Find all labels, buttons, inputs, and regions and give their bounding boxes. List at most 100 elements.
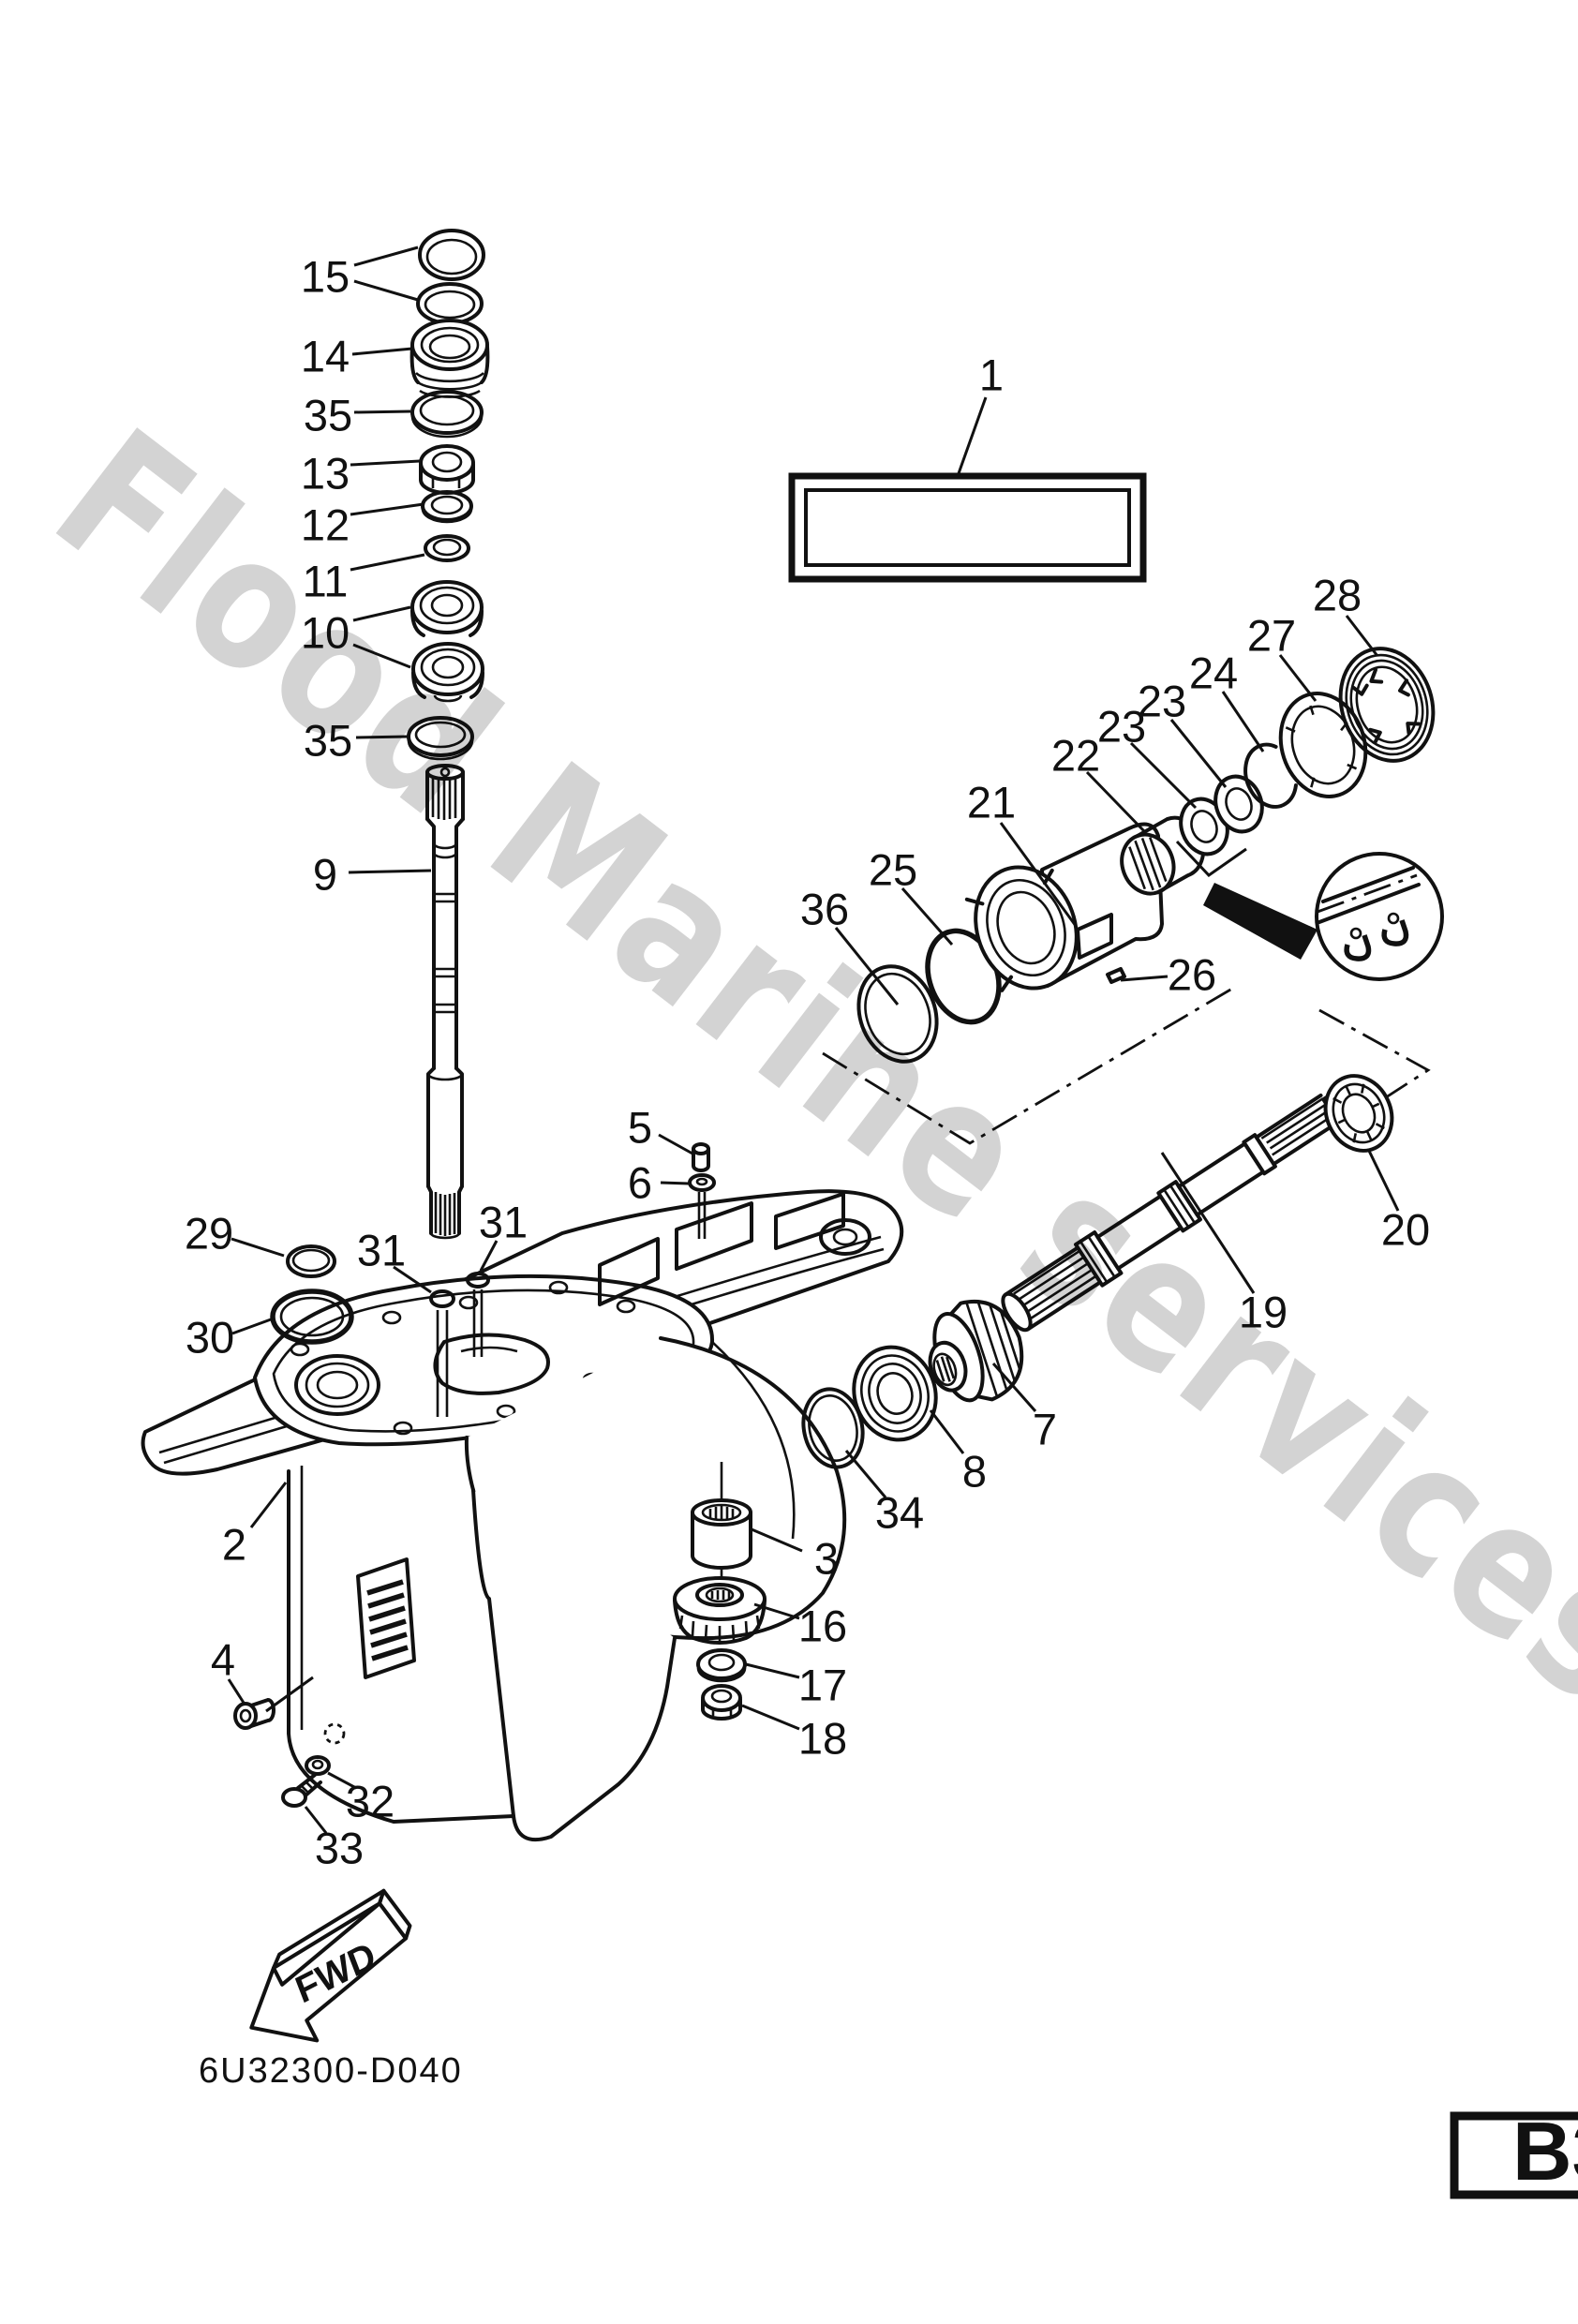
leader-line-23: [1129, 741, 1198, 810]
callout-32: 32: [346, 1777, 394, 1826]
forward-gear-group: [801, 1299, 1024, 1469]
callout-34: 34: [875, 1488, 924, 1538]
callout-23: 23: [1097, 702, 1146, 752]
leader-line-19: [1160, 1152, 1256, 1294]
callout-28: 28: [1313, 571, 1362, 620]
leader-line-10: [352, 605, 411, 622]
callout-31: 31: [479, 1198, 528, 1247]
fastener-group: [233, 1698, 331, 1808]
callout-6: 6: [628, 1158, 652, 1208]
leader-line-4: [265, 1676, 314, 1713]
leader-line-21: [999, 822, 1078, 927]
leader-line-12: [350, 502, 424, 516]
leader-line-31: [393, 1265, 432, 1294]
leader-line-2: [249, 1482, 288, 1528]
bearing-carrier-group: [856, 647, 1444, 1064]
drawing-code: 6U32300-D040: [199, 2051, 463, 2091]
callout-33: 33: [315, 1824, 364, 1873]
shaft-spline-hatch-top: [431, 776, 457, 820]
leader-line-24: [1221, 691, 1265, 752]
callout-5: 5: [628, 1103, 652, 1153]
leader-line-15: [353, 246, 419, 267]
leader-line-23: [1169, 719, 1228, 788]
deck-small-parts: [270, 1142, 716, 1417]
leader-line-29: [231, 1237, 285, 1258]
callout-35: 35: [304, 716, 352, 766]
callout-25: 25: [869, 845, 917, 895]
leader-line-18: [741, 1704, 800, 1731]
leader-line-35: [353, 410, 411, 414]
leader-line-34: [844, 1450, 887, 1498]
callout-layer: 1514351312111035912827242323222136252620…: [185, 246, 1430, 1873]
leader-line-14: [351, 347, 413, 356]
shaft-spline-hatch-bottom: [434, 1192, 456, 1236]
callout-2: 2: [222, 1520, 246, 1570]
leader-line-31: [479, 1240, 499, 1272]
leader-line-4: [227, 1678, 246, 1704]
lower-casing-drawing: [141, 1189, 904, 1842]
seal-detail-inset: [1317, 866, 1421, 961]
screw-33: [281, 1773, 322, 1808]
callout-13: 13: [301, 449, 350, 499]
leader-line-33: [304, 1806, 328, 1834]
callout-29: 29: [185, 1209, 233, 1259]
callout-17: 17: [798, 1661, 847, 1710]
callout-27: 27: [1247, 611, 1296, 661]
callout-18: 18: [798, 1714, 847, 1764]
callout-14: 14: [301, 332, 350, 381]
leader-line-1: [956, 396, 988, 477]
leader-line-9: [348, 869, 432, 874]
leader-line-13: [350, 459, 421, 467]
callout-16: 16: [798, 1601, 847, 1651]
sheet-label-box: B3: [1450, 2105, 1578, 2199]
callout-21: 21: [967, 778, 1016, 827]
sheet-label: B3: [1512, 2105, 1578, 2197]
callout-35: 35: [304, 391, 352, 440]
callout-26: 26: [1168, 950, 1216, 1000]
callout-22: 22: [1051, 731, 1100, 781]
callout-8: 8: [962, 1447, 987, 1497]
leader-line-25: [901, 887, 954, 946]
driveshaft-stack-drawing: [407, 229, 490, 1240]
callout-23: 23: [1138, 677, 1186, 726]
prop-shaft-group: [1001, 1074, 1394, 1333]
callout-20: 20: [1381, 1205, 1430, 1255]
leader-line-11: [350, 553, 425, 572]
callout-7: 7: [1033, 1405, 1057, 1454]
callout-12: 12: [301, 500, 350, 550]
leader-line-26: [1120, 975, 1169, 982]
leader-line-20: [1367, 1150, 1400, 1212]
leader-line-28: [1345, 615, 1379, 657]
intake-grate-slats: [366, 1579, 409, 1661]
leader-line-6: [660, 1181, 690, 1185]
callout-10: 10: [301, 608, 350, 658]
pinion-stack-drawing: [673, 1462, 767, 1721]
callout-19: 19: [1239, 1288, 1288, 1337]
fwd-arrow: FWD: [249, 1888, 412, 2043]
callout-3: 3: [814, 1534, 839, 1584]
leader-line-22: [1085, 770, 1147, 834]
leader-line-7: [991, 1363, 1037, 1412]
leader-line-27: [1278, 654, 1317, 702]
leader-line-16: [753, 1602, 800, 1620]
callout-11: 11: [303, 557, 349, 606]
callout-1: 1: [979, 350, 1004, 400]
callout-24: 24: [1189, 648, 1238, 698]
leader-line-15: [353, 279, 419, 302]
callout-15: 15: [301, 252, 350, 302]
leader-line-10: [352, 643, 411, 669]
leader-line-3: [751, 1527, 803, 1553]
callout-9: 9: [313, 850, 337, 900]
leader-line-5: [658, 1133, 693, 1155]
callout-31: 31: [357, 1226, 406, 1275]
callout-4: 4: [211, 1635, 235, 1685]
callout-30: 30: [186, 1313, 234, 1363]
leader-line-8: [929, 1409, 965, 1454]
leader-line-17: [745, 1662, 800, 1679]
callout-36: 36: [800, 885, 849, 934]
leader-line-30: [231, 1318, 272, 1335]
leader-line-32: [327, 1771, 357, 1790]
leader-line-36: [834, 927, 900, 1006]
